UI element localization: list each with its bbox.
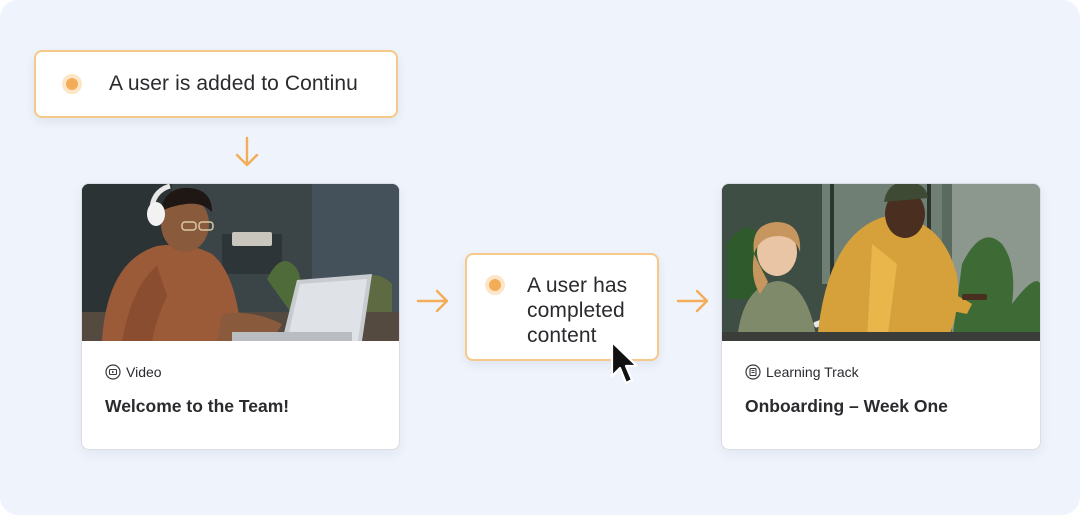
card-title: Welcome to the Team! bbox=[105, 396, 290, 416]
mouse-pointer-icon bbox=[610, 340, 640, 391]
content-card-video[interactable]: Video Welcome to the Team! bbox=[81, 183, 400, 450]
arrow-down-icon bbox=[234, 136, 260, 168]
content-card-learning-track[interactable]: Learning Track Onboarding – Week One bbox=[721, 183, 1041, 450]
card-image-colleagues-working bbox=[722, 184, 1040, 341]
trigger-label: A user has completed content bbox=[527, 274, 628, 347]
trigger-user-added[interactable]: A user is added to Continu bbox=[34, 50, 398, 118]
learning-track-icon bbox=[745, 364, 761, 380]
card-title: Onboarding – Week One bbox=[745, 396, 948, 416]
video-icon bbox=[105, 364, 121, 380]
trigger-label: A user is added to Continu bbox=[109, 72, 358, 95]
arrow-right-icon bbox=[675, 288, 711, 314]
trigger-completed-content[interactable]: A user has completed content bbox=[465, 253, 659, 361]
card-type-label: Video bbox=[126, 364, 162, 380]
trigger-dot-icon bbox=[62, 74, 82, 94]
card-type-label: Learning Track bbox=[766, 364, 859, 380]
card-type-row: Video bbox=[105, 364, 162, 380]
arrow-right-icon bbox=[415, 288, 451, 314]
card-type-row: Learning Track bbox=[745, 364, 859, 380]
card-image-man-with-laptop bbox=[82, 184, 399, 341]
trigger-dot-icon bbox=[485, 275, 505, 295]
